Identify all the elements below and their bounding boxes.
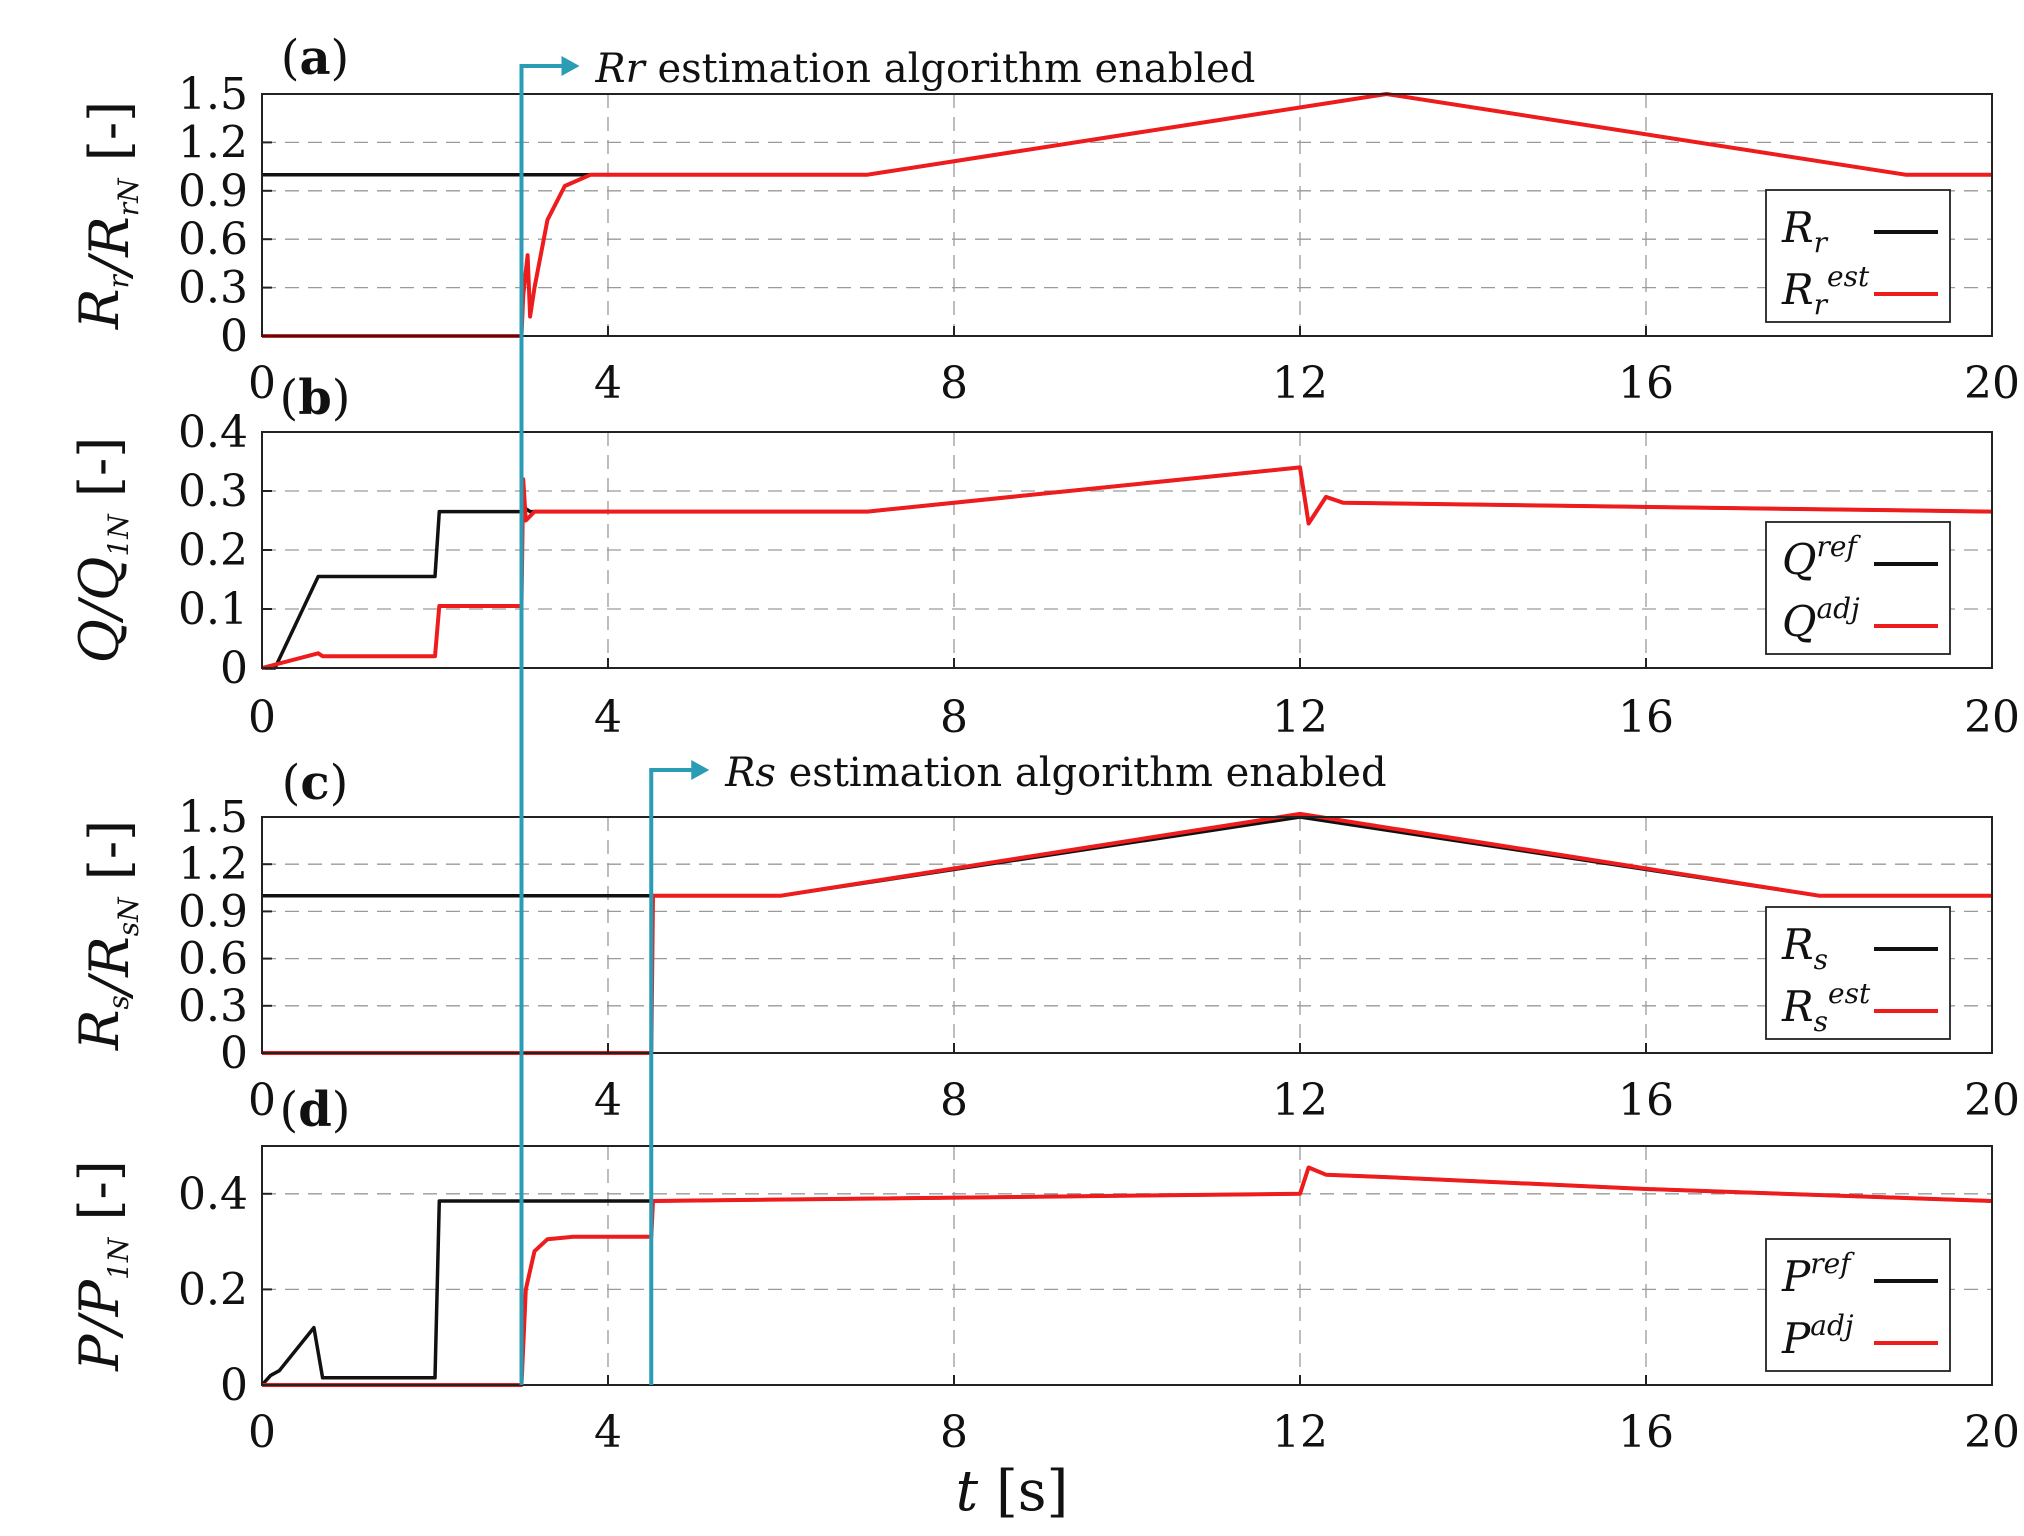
legend-entry-label: Padj xyxy=(1781,1309,1854,1363)
x-tick-label: 0 xyxy=(248,358,276,409)
x-tick-label: 8 xyxy=(940,1075,968,1126)
panel-label: (a) xyxy=(281,30,350,86)
x-tick-label: 0 xyxy=(248,1407,276,1458)
x-tick-label: 0 xyxy=(248,1075,276,1126)
x-tick-label: 20 xyxy=(1964,358,2020,409)
x-tick-label: 4 xyxy=(594,358,622,409)
x-tick-label: 20 xyxy=(1964,692,2020,743)
y-tick-label: 0.2 xyxy=(178,525,248,576)
arrow-right-icon xyxy=(561,56,580,76)
legend-box xyxy=(1765,189,1951,323)
y-tick-label: 0.2 xyxy=(178,1264,248,1315)
x-tick-label: 4 xyxy=(594,1075,622,1126)
arrow-right-icon xyxy=(691,760,710,780)
legend-entry-label: Pref xyxy=(1781,1247,1855,1301)
y-tick-label: 0.3 xyxy=(178,466,248,517)
legend-entry-label: Qadj xyxy=(1782,592,1860,646)
x-tick-label: 8 xyxy=(940,1407,968,1458)
x-axis-unit: [s] xyxy=(996,1459,1068,1524)
x-tick-label: 0 xyxy=(248,692,276,743)
panel-label: (b) xyxy=(279,370,350,426)
x-tick-label: 16 xyxy=(1618,1407,1674,1458)
legend-box xyxy=(1765,1238,1951,1372)
y-tick-label: 0.1 xyxy=(178,584,248,635)
y-tick-label: 1.2 xyxy=(178,117,248,168)
y-axis-label: P/P1N [-] xyxy=(68,1160,135,1372)
plot-frame xyxy=(261,93,1993,337)
series-line-estimated xyxy=(261,465,1993,670)
y-tick-label: 0 xyxy=(220,643,248,694)
x-axis-label: t [s] xyxy=(956,1459,1069,1524)
x-tick-label: 12 xyxy=(1272,1407,1328,1458)
legend-entry-label: Qref xyxy=(1782,530,1861,584)
y-tick-label: 1.5 xyxy=(178,792,248,843)
estimation-marker: Rr estimation algorithm enabled xyxy=(519,46,1256,1385)
y-tick-label: 0.6 xyxy=(178,934,248,985)
legend-entry-label: Rs xyxy=(1781,920,1828,976)
x-tick-label: 4 xyxy=(594,692,622,743)
annotations: Rr estimation algorithm enabled Rs estima… xyxy=(519,46,1387,1385)
y-axis-label: Rs/RsN [-] xyxy=(68,820,145,1051)
y-tick-label: 0.9 xyxy=(178,886,248,937)
panel-c: 00.30.60.91.21.5 0 4 8 12 16 20 (c) Rs/RsN [-] Rs… xyxy=(68,755,2020,1126)
panel-b: 0 0.1 0.2 0.3 0.4 0 4 8 12 16 20 (b) Q/Q1N [-] QrefQa… xyxy=(68,370,2020,743)
x-tick-label: 12 xyxy=(1272,358,1328,409)
panel-label: (c) xyxy=(282,755,349,811)
y-tick-label: 0.4 xyxy=(178,407,248,458)
x-tick-label: 4 xyxy=(594,1407,622,1458)
estimation-marker: Rs estimation algorithm enabled xyxy=(649,750,1387,1385)
y-tick-label: 1.5 xyxy=(178,69,248,120)
annotation-text: Rr estimation algorithm enabled xyxy=(595,46,1256,92)
panel-label: (d) xyxy=(279,1082,350,1138)
y-tick-label: 1.2 xyxy=(178,839,248,890)
x-tick-label: 8 xyxy=(940,692,968,743)
x-tick-label: 16 xyxy=(1618,358,1674,409)
y-tick-label: 0.4 xyxy=(178,1169,248,1220)
legend-box xyxy=(1765,521,1951,655)
x-tick-label: 16 xyxy=(1618,1075,1674,1126)
x-tick-label: 16 xyxy=(1618,692,1674,743)
x-tick-label: 20 xyxy=(1964,1407,2020,1458)
plot-frame xyxy=(261,1145,1993,1386)
y-tick-label: 0.9 xyxy=(178,166,248,217)
legend-entry-label: Rrest xyxy=(1781,260,1870,321)
legend-entry-label: Rr xyxy=(1781,203,1829,259)
legend-entry-label: Rsest xyxy=(1781,977,1871,1038)
annotation-text: Rs estimation algorithm enabled xyxy=(724,750,1386,796)
x-axis-symbol: t xyxy=(956,1459,979,1524)
y-tick-label: 0.6 xyxy=(178,214,248,265)
x-tick-label: 20 xyxy=(1964,1075,2020,1126)
y-tick-label: 0.3 xyxy=(178,263,248,314)
y-tick-label: 0 xyxy=(220,1028,248,1079)
y-tick-label: 0.3 xyxy=(178,981,248,1032)
y-tick-label: 0 xyxy=(220,311,248,362)
x-tick-label: 12 xyxy=(1272,1075,1328,1126)
legend-box xyxy=(1765,906,1951,1040)
x-tick-label: 8 xyxy=(940,358,968,409)
y-tick-label: 0 xyxy=(220,1360,248,1411)
y-axis-label: Q/Q1N [-] xyxy=(68,437,135,664)
x-tick-label: 12 xyxy=(1272,692,1328,743)
plot-frame xyxy=(261,816,1993,1054)
y-axis-label: Rr/RrN [-] xyxy=(68,101,145,330)
